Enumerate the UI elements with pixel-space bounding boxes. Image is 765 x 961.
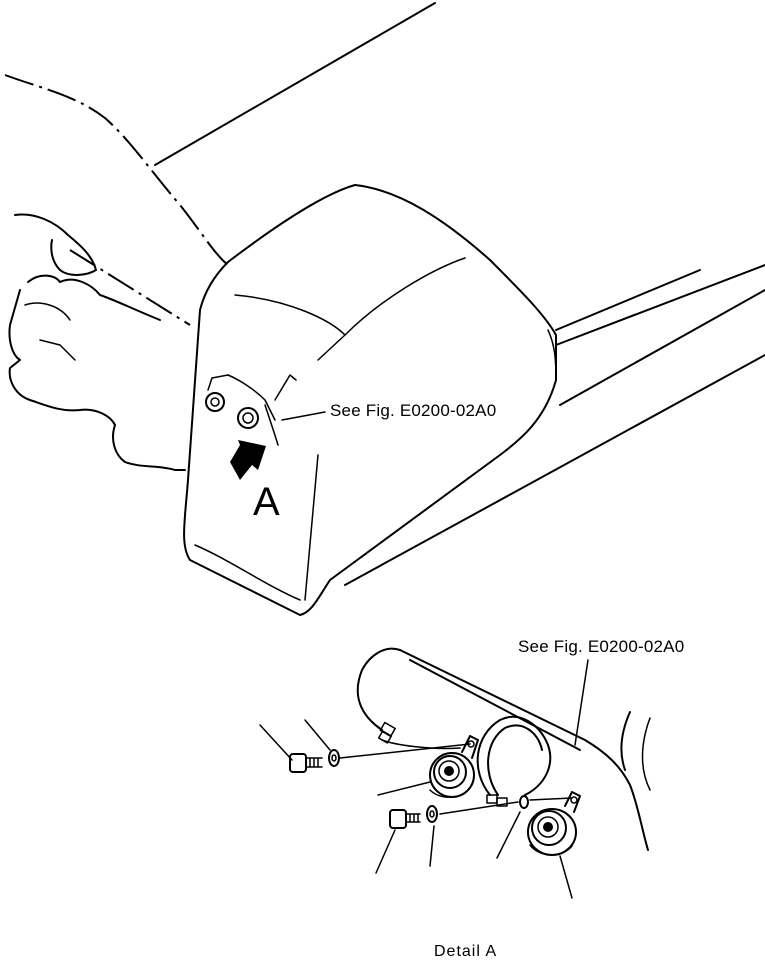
horn-location: [205, 374, 326, 446]
reference-label-upper: See Fig. E0200-02A0: [330, 401, 497, 420]
bolt-upper: [289, 743, 471, 773]
detail-caption: Detail A: [434, 943, 498, 960]
arrow-up-right-icon: [230, 440, 266, 480]
bolt-lower: [389, 795, 573, 829]
machine-frame: [4, 2, 765, 586]
wire-harness: [356, 647, 552, 807]
horn-lower: [527, 791, 581, 856]
reference-label-lower: See Fig. E0200-02A0: [518, 637, 685, 656]
detail-frame: [399, 649, 651, 851]
hood-cover: [183, 184, 557, 616]
leader-lines: [259, 719, 573, 899]
engine-assembly: [8, 213, 186, 471]
view-letter-a: A: [253, 480, 280, 524]
